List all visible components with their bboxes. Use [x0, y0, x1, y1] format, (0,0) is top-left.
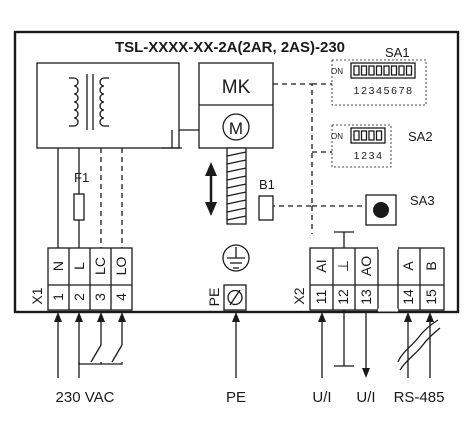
- x1-terminal-4: 4: [113, 293, 129, 301]
- sa1-pos-8: 8: [406, 85, 412, 97]
- b1-label: B1: [259, 177, 275, 192]
- x1-label-n: N: [50, 261, 66, 271]
- pe-external-wiring: [232, 312, 240, 378]
- sa1-pos-7: 7: [399, 85, 405, 97]
- x2-external-wiring: [318, 310, 441, 378]
- transformer: [36, 62, 180, 149]
- stroke-arrow-icon: [205, 162, 217, 216]
- power-supply-label: 230 VAC: [56, 389, 115, 406]
- x1-label-lo: LO: [113, 257, 129, 276]
- x2-terminal-12: 12: [335, 289, 351, 305]
- pe-connector-label: PE: [206, 288, 222, 307]
- sa2-pos-2: 2: [361, 150, 367, 162]
- sa1-label: SA1: [385, 45, 410, 60]
- switch-lo-icon: [111, 344, 123, 363]
- device-enclosure: [13, 30, 460, 314]
- x1-label-l: L: [71, 262, 87, 270]
- sa1-pos-2: 2: [361, 85, 367, 97]
- x1-label-lc: LC: [92, 257, 108, 275]
- diagram-title: TSL-XXXX-XX-2A(2AR, 2AS)-230: [115, 39, 345, 56]
- x2-label-ai: AI: [313, 259, 329, 272]
- pe-terminal: [223, 284, 247, 311]
- output-signal-label: U/I: [356, 389, 375, 406]
- sa2-label: SA2: [408, 129, 433, 144]
- earth-icon: [222, 244, 250, 272]
- x2-terminal-14: 14: [400, 289, 416, 305]
- x1-external-wiring: [54, 312, 126, 378]
- x2-label-ground: ⊥: [335, 260, 351, 272]
- sa1-pos-6: 6: [391, 85, 397, 97]
- sa1-pos-3: 3: [369, 85, 375, 97]
- spindle: [226, 147, 247, 225]
- sa1-pos-1: 1: [354, 85, 360, 97]
- motor-symbol: [222, 113, 250, 141]
- terminal-block-x2: AI ⊥ AO A B 11 12 13 14 15: [309, 246, 445, 312]
- limit-switch-b1: [258, 195, 274, 221]
- terminal-block-x1: N L LC LO 1 2 3 4: [47, 247, 133, 311]
- sa2-pos-4: 4: [376, 150, 382, 162]
- sa1-pos-4: 4: [376, 85, 382, 97]
- x1-terminal-1: 1: [50, 293, 66, 301]
- actuator-block: MK M: [198, 62, 274, 149]
- x2-label-ao: AO: [358, 256, 374, 276]
- x2-terminal-13: 13: [358, 289, 374, 305]
- x2-terminal-11: 11: [313, 290, 329, 305]
- earth-label: PE: [226, 389, 246, 406]
- button-dot-icon: [373, 202, 389, 218]
- dip-switch-sa1: ON 1 2 3 4 5 6 7 8: [331, 59, 427, 106]
- x2-connector-label: X2: [291, 287, 307, 304]
- dip-switch-sa2: ON 1 2 3 4: [331, 124, 392, 168]
- input-signal-label: U/I: [312, 389, 331, 406]
- x2-terminal-15: 15: [423, 289, 439, 305]
- x2-label-b: B: [423, 261, 439, 270]
- sa1-pos-5: 5: [384, 85, 390, 97]
- fuse-label: F1: [74, 170, 89, 185]
- x2-label-a: A: [400, 261, 416, 271]
- sa2-on-label: ON: [331, 132, 343, 141]
- x1-terminal-2: 2: [71, 293, 87, 301]
- mk-label: MK: [222, 77, 251, 98]
- switch-lc-icon: [90, 344, 102, 363]
- bus-label: RS-485: [394, 389, 445, 406]
- x1-terminal-3: 3: [92, 293, 108, 301]
- x1-connector-label: X1: [29, 287, 45, 304]
- fuse-f1: [73, 193, 85, 221]
- sa2-pos-3: 3: [369, 150, 375, 162]
- sa2-pos-1: 1: [354, 150, 360, 162]
- sa3-label: SA3: [410, 193, 435, 208]
- sa1-on-label: ON: [331, 67, 343, 76]
- push-button-sa3: [365, 194, 397, 226]
- motor-label: M: [229, 119, 243, 138]
